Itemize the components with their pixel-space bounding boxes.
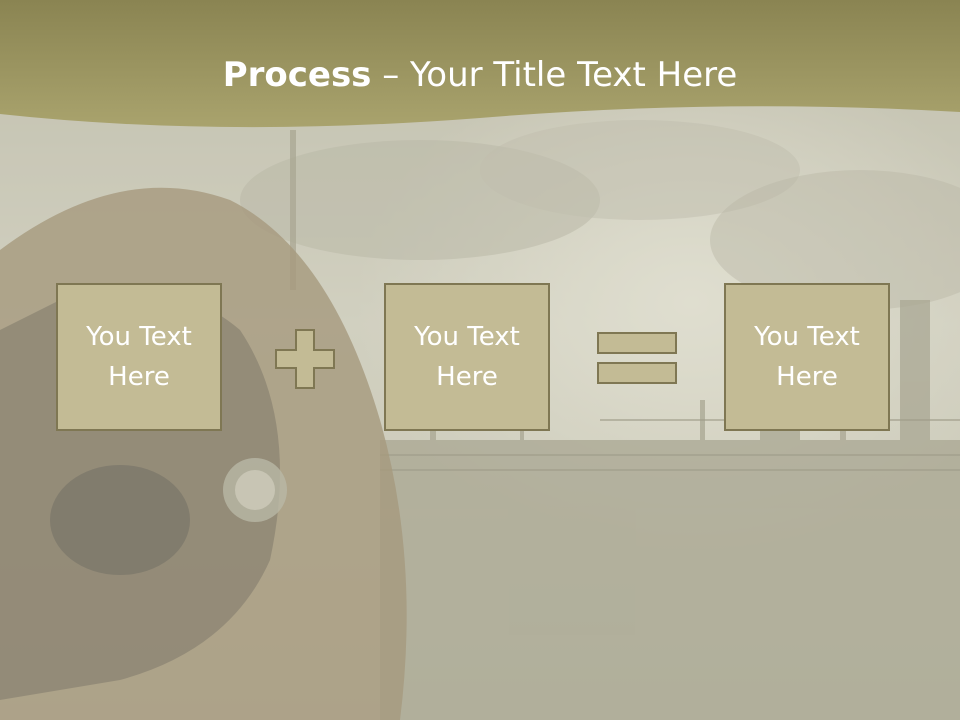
title-banner xyxy=(0,0,960,128)
slide-title: Process – Your Title Text Here xyxy=(0,52,960,98)
title-rest: – Your Title Text Here xyxy=(371,55,738,95)
plus-icon xyxy=(275,329,335,389)
title-bold: Process xyxy=(222,55,372,95)
process-box-3[interactable]: You Text Here xyxy=(724,283,890,431)
process-box-2-text: You Text Here xyxy=(414,322,520,392)
process-box-3-text: You Text Here xyxy=(754,322,860,392)
process-box-1-text: You Text Here xyxy=(86,322,192,392)
process-box-2[interactable]: You Text Here xyxy=(384,283,550,431)
equals-icon xyxy=(597,332,677,384)
process-box-1[interactable]: You Text Here xyxy=(56,283,222,431)
